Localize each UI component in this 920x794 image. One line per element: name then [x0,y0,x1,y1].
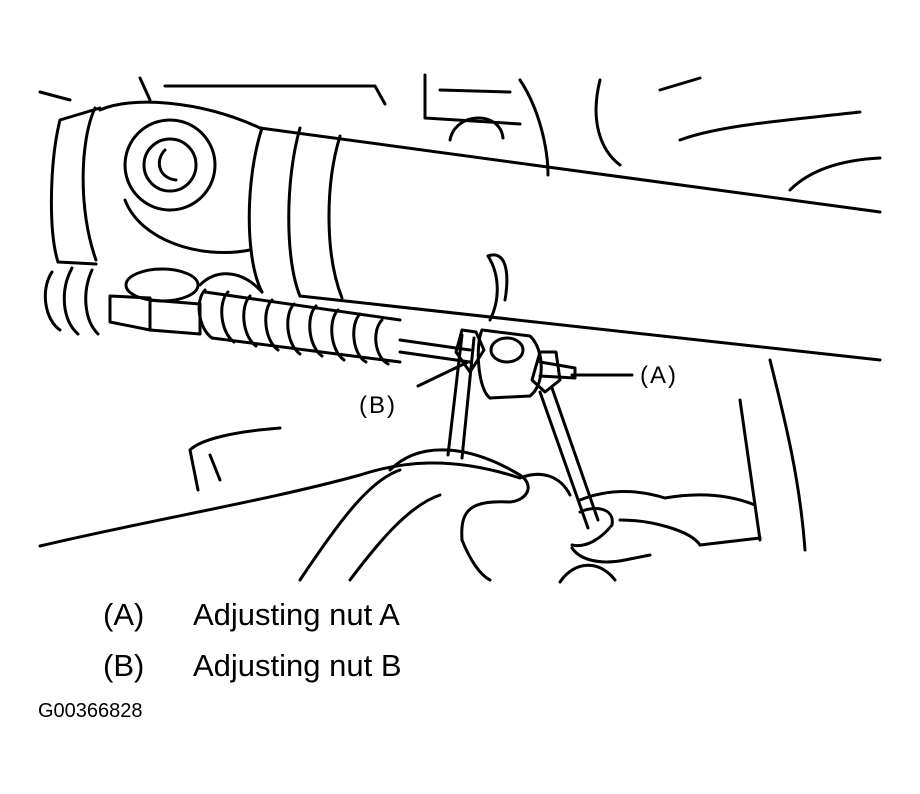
callout-label-b: (B) [359,392,397,419]
leader-b [416,360,470,388]
hands [38,426,762,584]
universal-joint [49,100,264,303]
adjuster-assembly [398,253,577,400]
callout-label-a: (A) [640,362,678,389]
wrenches [446,328,600,530]
figure-id: G00366828 [38,700,143,722]
legend-key: (B) [103,648,145,683]
chassis-background [38,73,882,552]
cable-boot [43,266,402,366]
callout-leaders [416,360,634,388]
legend-text: Adjusting nut B [193,648,402,683]
parking-brake-adjustment-illustration [38,73,882,584]
legend-text: Adjusting nut A [193,597,400,632]
drive-shaft [247,126,882,362]
legend-key: (A) [103,597,145,632]
